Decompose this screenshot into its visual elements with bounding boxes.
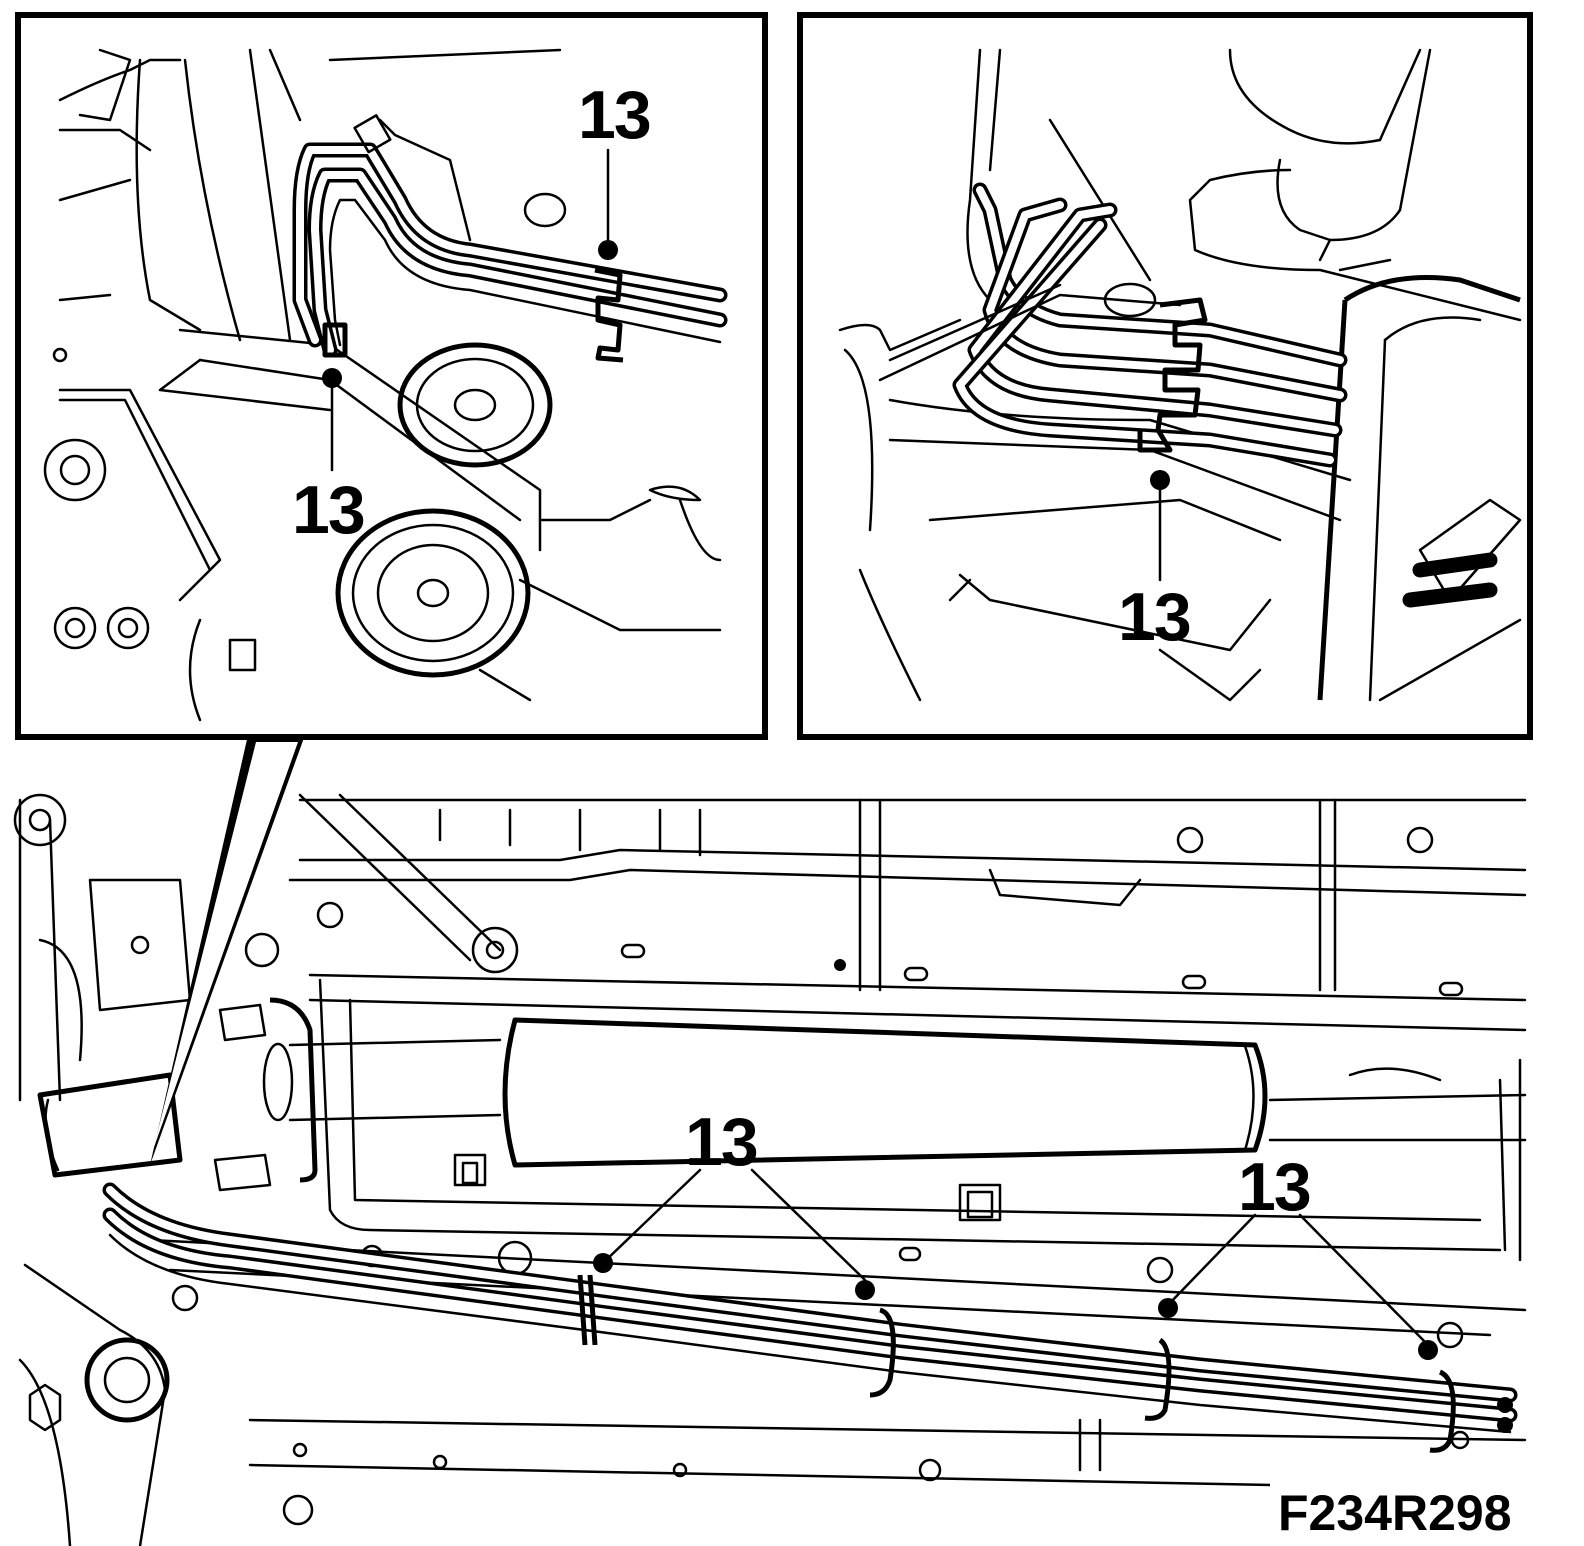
figure-id-label: F234R298	[1278, 1485, 1512, 1541]
inset-right	[797, 12, 1533, 740]
callout-inset-left-lower: 13	[292, 472, 364, 548]
main-underbody-view	[13, 793, 1527, 1546]
inset-left	[15, 12, 768, 740]
callout-inset-right: 13	[1118, 579, 1190, 655]
callout-inset-left-upper: 13	[578, 77, 650, 153]
callout-main-left: 13	[685, 1104, 757, 1180]
main-callout-leaders	[593, 1168, 1438, 1360]
inset-pointer-wedge	[150, 735, 305, 1165]
callout-main-right: 13	[1238, 1149, 1310, 1225]
